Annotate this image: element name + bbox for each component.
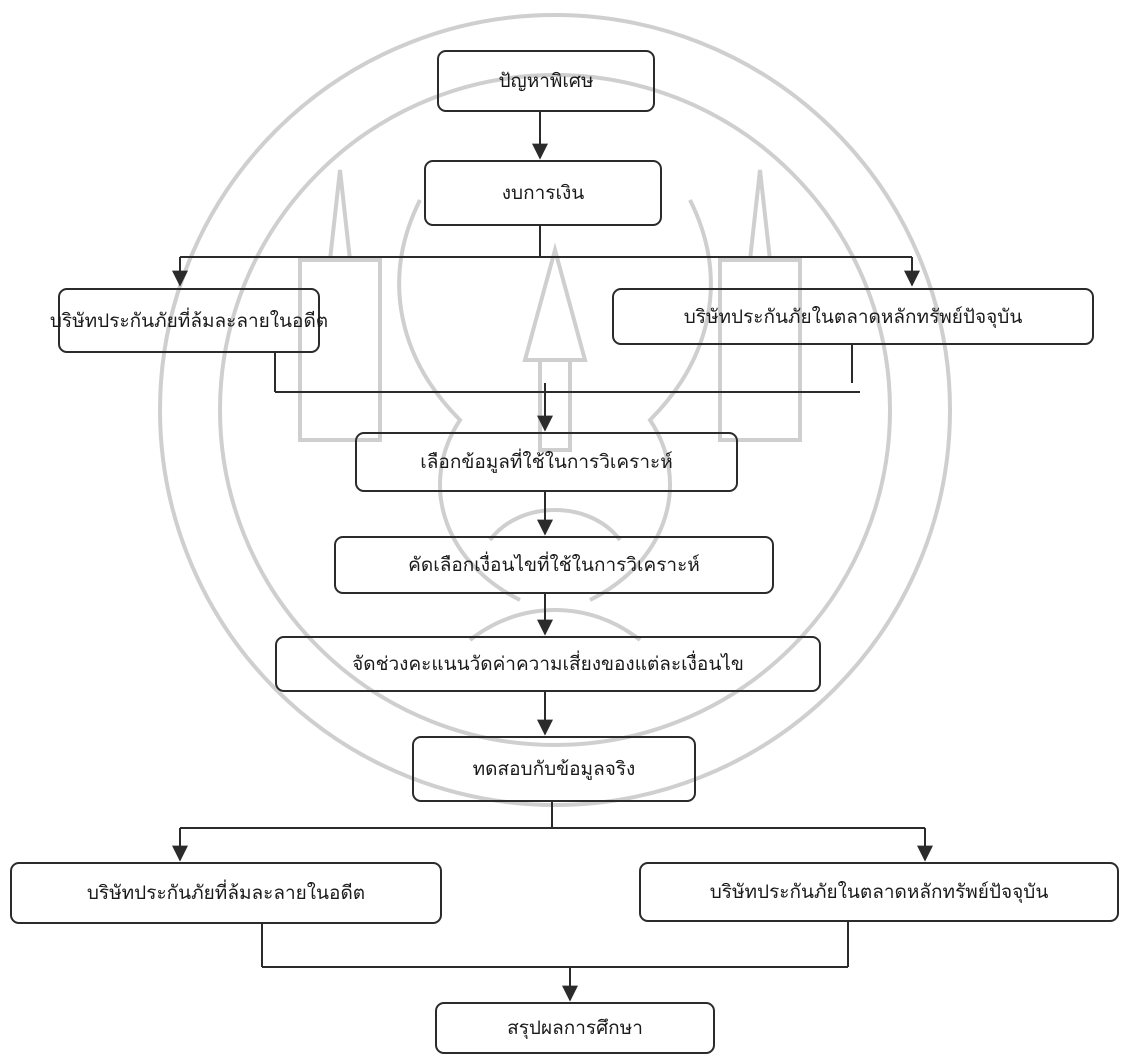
node-conclusion-label: สรุปผลการศึกษา (507, 1017, 643, 1039)
node-test-real-data-label: ทดสอบกับข้อมูลจริง (472, 758, 636, 780)
node-financial-statements-label: งบการเงิน (501, 182, 585, 204)
node-financial-statements: งบการเงิน (424, 160, 662, 226)
node-bankrupt-insurers-past: บริษัทประกันภัยที่ล้มละลายในอดีต (50, 288, 328, 353)
node-special-problem: ปัญหาพิเศษ (437, 50, 655, 112)
node-select-data: เลือกข้อมูลที่ใช้ในการวิเคราะห์ (355, 432, 738, 492)
node-bankrupt-insurers-past-2: บริษัทประกันภัยที่ล้มละลายในอดีต (10, 862, 442, 924)
node-select-conditions-label: คัดเลือกเงื่อนไขที่ใช้ในการวิเคราะห์ (408, 554, 700, 576)
node-test-real-data: ทดสอบกับข้อมูลจริง (412, 736, 696, 802)
node-listed-insurers-current-2-label: บริษัทประกันภัยในตลาดหลักทรัพย์ปัจจุบัน (709, 881, 1049, 903)
node-conclusion: สรุปผลการศึกษา (435, 1002, 715, 1054)
node-bankrupt-insurers-past-2-label: บริษัทประกันภัยที่ล้มละลายในอดีต (86, 882, 366, 904)
node-bankrupt-insurers-past-label: บริษัทประกันภัยที่ล้มละลายในอดีต (49, 309, 329, 332)
node-select-data-label: เลือกข้อมูลที่ใช้ในการวิเคราะห์ (420, 451, 673, 473)
node-select-conditions: คัดเลือกเงื่อนไขที่ใช้ในการวิเคราะห์ (334, 536, 774, 594)
node-listed-insurers-current: บริษัทประกันภัยในตลาดหลักทรัพย์ปัจจุบัน (612, 288, 1094, 345)
node-listed-insurers-current-label: บริษัทประกันภัยในตลาดหลักทรัพย์ปัจจุบัน (683, 305, 1023, 328)
node-risk-scoring: จัดช่วงคะแนนวัดค่าความเสี่ยงของแต่ละเงื่… (275, 636, 821, 692)
node-listed-insurers-current-2: บริษัทประกันภัยในตลาดหลักทรัพย์ปัจจุบัน (639, 862, 1119, 922)
node-risk-scoring-label: จัดช่วงคะแนนวัดค่าความเสี่ยงของแต่ละเงื่… (352, 653, 744, 675)
node-special-problem-label: ปัญหาพิเศษ (498, 70, 594, 92)
